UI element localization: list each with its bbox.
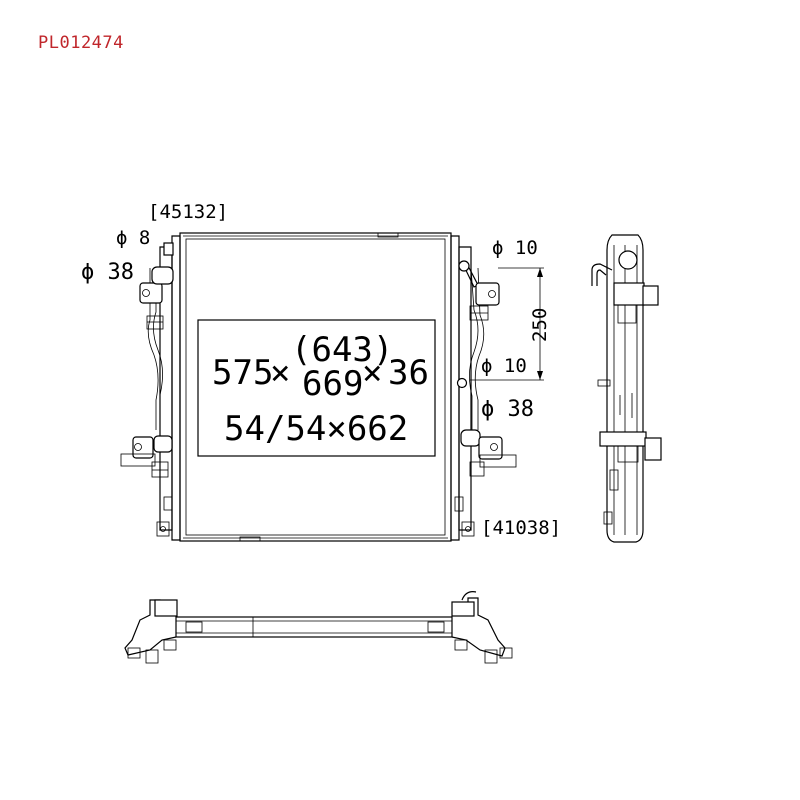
times-symbol-2: × [362,353,382,393]
front-view: 250 575 × (643) 669 × 36 54/54×662 [4513… [81,201,561,542]
phi10-mid-label: ϕ 10 [481,355,527,377]
left-tank [171,235,181,541]
ref-bottom-label: [41038] [481,517,561,539]
side-view [591,234,662,543]
phi38-right-label: ϕ 38 [481,397,534,422]
ref-top-label: [45132] [148,201,228,223]
height-paren-value: (643) [291,330,393,370]
core-dimension: 54/54×662 [224,409,408,449]
part-number: PL012474 [38,33,124,53]
phi38-left-label: ϕ 38 [81,260,134,285]
dimension-250-label: 250 [529,308,551,342]
bottom-view [124,591,513,664]
phi10-top-label: ϕ 10 [492,237,538,259]
times-symbol-1: × [270,353,290,393]
dimension-box [197,319,436,457]
phi8-nipple [163,242,174,256]
filler-cap [618,250,638,270]
height-value: 669 [302,364,363,404]
width-value: 575 [212,353,273,393]
right-tank [450,235,460,541]
phi10-top-fitting [458,260,470,272]
depth-value: 36 [388,353,429,393]
phi10-mid-fitting [456,377,468,389]
phi8-label: ϕ 8 [116,227,150,249]
